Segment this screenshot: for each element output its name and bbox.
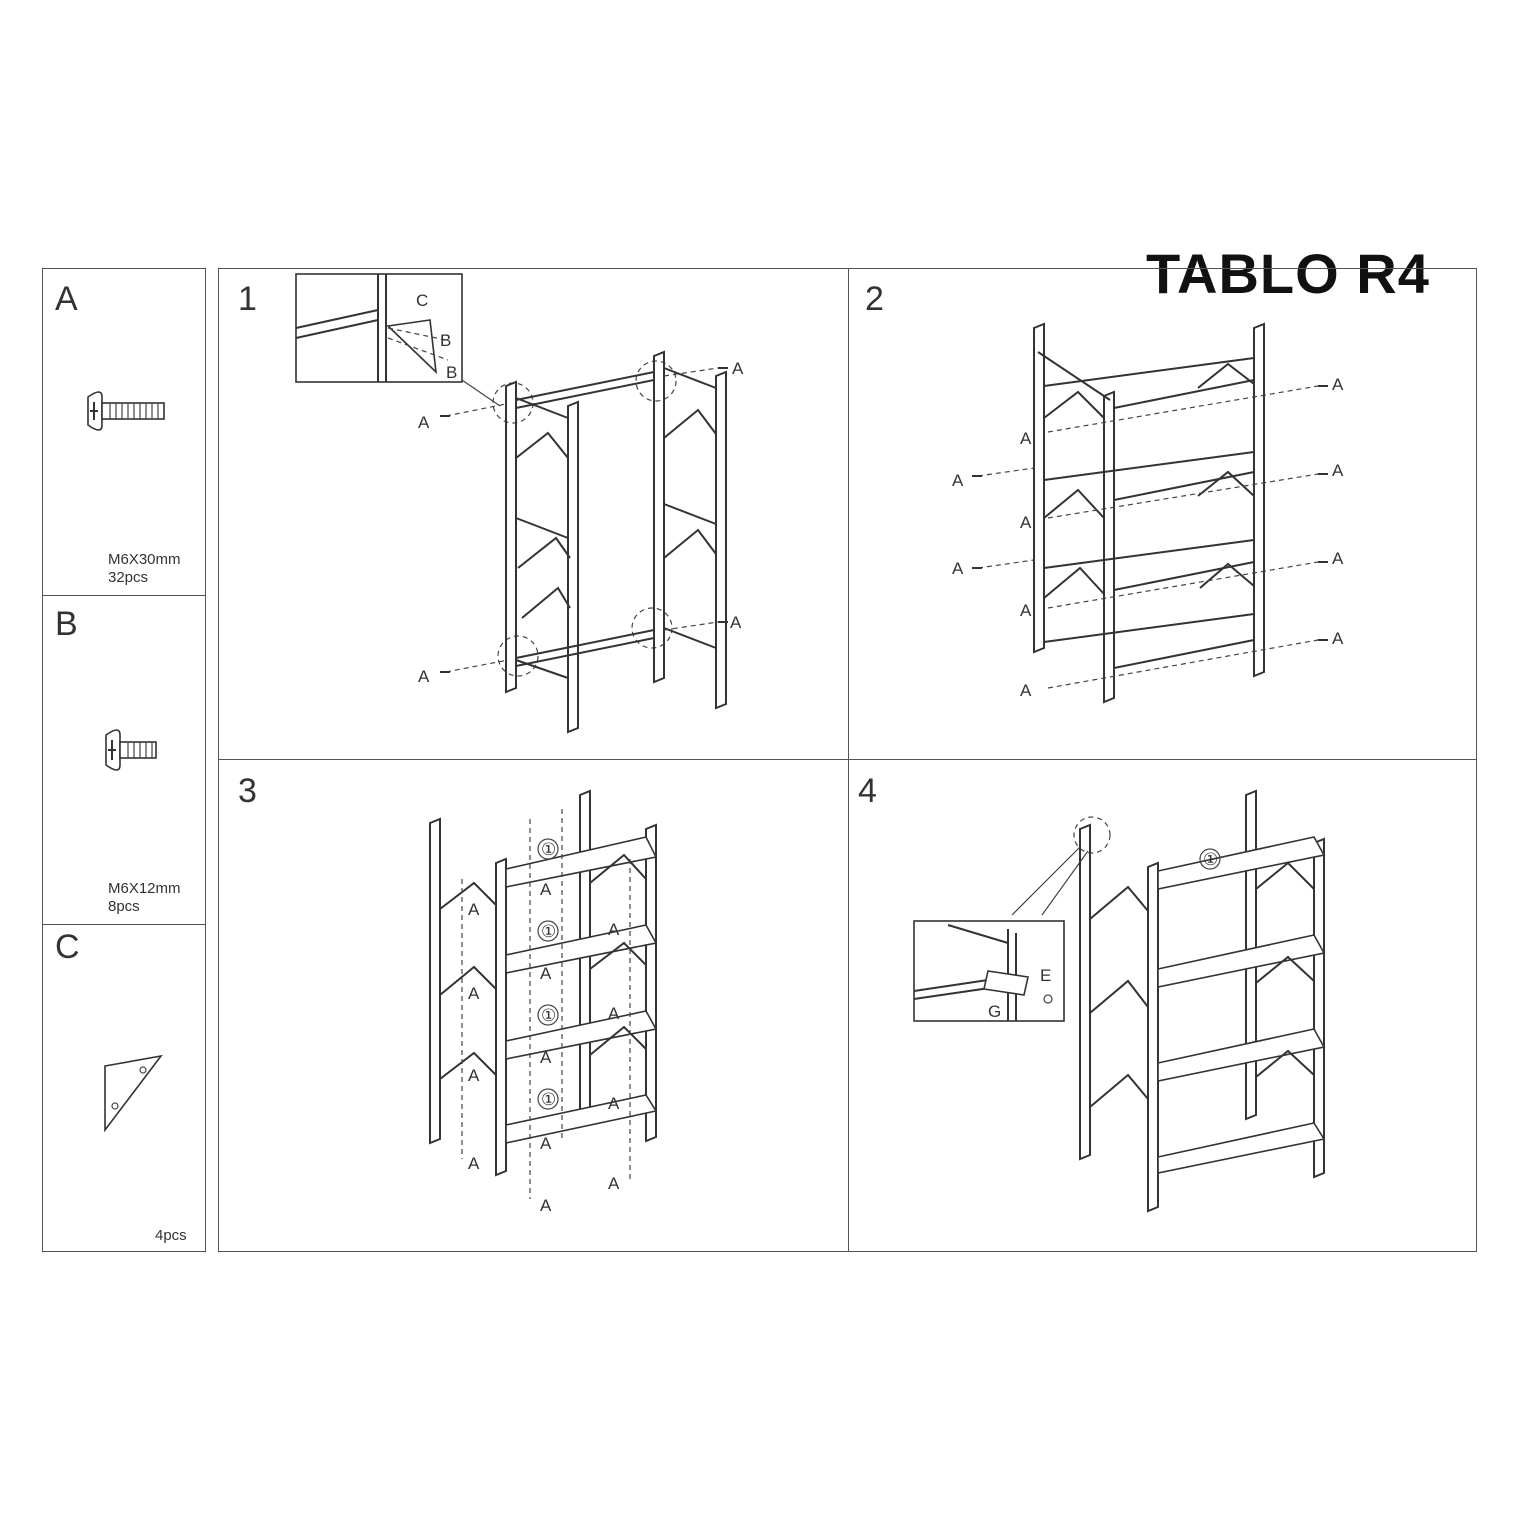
step-3-label-a-5: A: [540, 880, 552, 899]
part-c-border: [42, 924, 206, 1252]
step-3-label-a-1: A: [468, 900, 480, 919]
step-1-number: 1: [238, 280, 257, 318]
step-3-label-a-6: A: [540, 964, 552, 983]
step-1-label-a-2: A: [418, 667, 430, 686]
part-b-letter: B: [55, 605, 78, 643]
bracket-c-icon: [104, 1054, 163, 1133]
step-1-illustration: C B B A A A A: [295, 273, 744, 734]
step-3-shelf-mark-4: ①: [541, 1090, 556, 1109]
callout-b-label-1: B: [440, 331, 451, 350]
callout-b-label-2: B: [446, 363, 457, 382]
step-3-label-a-3: A: [468, 1066, 480, 1085]
step-3-label-a-11: A: [608, 1004, 620, 1023]
step-2-label-a-2: A: [952, 559, 964, 578]
part-b-spec: M6X12mm: [108, 880, 181, 897]
step-3-label-a-9: A: [540, 1196, 552, 1215]
callout-g-label: G: [988, 1002, 1001, 1021]
step-2-label-a-5: A: [1020, 601, 1032, 620]
step-4-shelf-mark: ①: [1203, 850, 1218, 869]
step-3-shelf-mark-1: ①: [541, 840, 556, 859]
step-3-label-a-10: A: [608, 920, 620, 939]
part-a-spec: M6X30mm: [108, 551, 181, 568]
part-c-qty: 4pcs: [155, 1227, 187, 1244]
step-2-label-a-8: A: [1332, 461, 1344, 480]
step-3-label-a-12: A: [608, 1094, 620, 1113]
screw-b-icon: [105, 729, 157, 771]
step-1-label-a-1: A: [418, 413, 430, 432]
step-2-number: 2: [865, 280, 884, 318]
step-3-number: 3: [238, 772, 257, 810]
part-b-qty: 8pcs: [108, 898, 140, 915]
step-3-illustration: ① ① ① ① A A A A A A A A A A A A A: [429, 789, 658, 1215]
step-4-illustration: E G ①: [913, 789, 1326, 1213]
step-3-label-a-13: A: [608, 1174, 620, 1193]
screw-a-icon: [87, 391, 165, 431]
step-3-label-a-7: A: [540, 1048, 552, 1067]
part-a-qty: 32pcs: [108, 569, 149, 586]
part-c-letter: C: [55, 928, 80, 966]
step-2-label-a-4: A: [1020, 513, 1032, 532]
step-2-illustration: A A A A A A A A A A: [952, 322, 1344, 704]
step-2-label-a-3: A: [1020, 429, 1032, 448]
step-4-panel: [848, 759, 1477, 1252]
step-2-label-a-7: A: [1332, 375, 1344, 394]
callout-e-label: E: [1040, 966, 1051, 985]
part-a-letter: A: [55, 280, 78, 318]
step-2-label-a-1: A: [952, 471, 964, 490]
step-2-label-a-10: A: [1332, 629, 1344, 648]
step-3-shelf-mark-3: ①: [541, 1006, 556, 1025]
step-2-label-a-6: A: [1020, 681, 1032, 700]
step-4-number: 4: [858, 772, 877, 810]
document-title: TABLO R4: [1146, 238, 1464, 310]
step-3-label-a-4: A: [468, 1154, 480, 1173]
step-3-label-a-2: A: [468, 984, 480, 1003]
step-3-shelf-mark-2: ①: [541, 922, 556, 941]
step-1-label-a-4: A: [730, 613, 742, 632]
step-3-label-a-8: A: [540, 1134, 552, 1153]
step-1-label-a-3: A: [732, 359, 744, 378]
step-2-label-a-9: A: [1332, 549, 1344, 568]
callout-c-label: C: [416, 291, 428, 310]
